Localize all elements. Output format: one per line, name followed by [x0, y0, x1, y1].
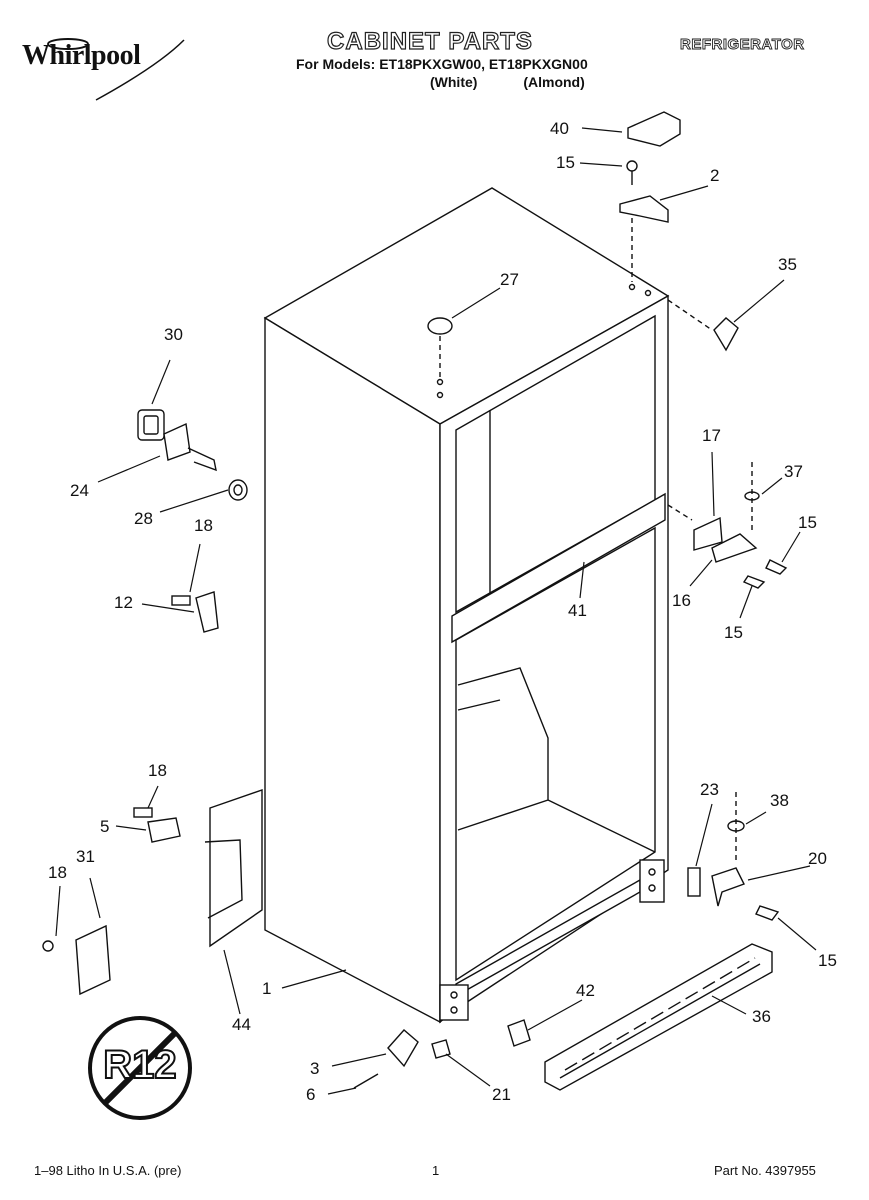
- models-line: For Models: ET18PKXGW00, ET18PKXGN00: [296, 56, 588, 72]
- part-5: [147, 817, 181, 843]
- callout-5: 5: [100, 817, 110, 836]
- callout-12: 12: [114, 593, 133, 612]
- part-23: [687, 867, 701, 897]
- part-16: [711, 533, 758, 563]
- part-screw-top: [626, 160, 638, 185]
- cabinet-body: [263, 187, 670, 1024]
- model-variants: (White) (Almond): [430, 74, 627, 90]
- callout-41: 41: [568, 601, 587, 620]
- variant-almond: (Almond): [523, 74, 585, 90]
- part-6: [353, 1073, 379, 1089]
- whirlpool-logo-icon: [47, 38, 185, 101]
- callout-28: 28: [134, 509, 153, 528]
- callout-30: 30: [164, 325, 183, 344]
- part-top-hinge: [619, 195, 669, 223]
- part-44: [209, 789, 263, 948]
- callout-23: 23: [700, 780, 719, 799]
- part-30: [137, 409, 165, 441]
- callout-15: 15: [556, 153, 575, 172]
- callout-2: 2: [710, 166, 720, 185]
- callout-21: 21: [492, 1085, 511, 1104]
- part-28: [228, 479, 248, 501]
- callout-15: 15: [798, 513, 817, 532]
- footer-part-number: Part No. 4397955: [714, 1163, 816, 1178]
- callout-37: 37: [784, 462, 803, 481]
- callout-35: 35: [778, 255, 797, 274]
- callout-40: 40: [550, 119, 569, 138]
- callout-6: 6: [306, 1085, 316, 1104]
- category-label: REFRIGERATOR: [680, 36, 805, 54]
- part-grille: [544, 943, 773, 1091]
- callout-44: 44: [232, 1015, 251, 1034]
- callout-20: 20: [808, 849, 827, 868]
- part-3: [387, 1029, 419, 1068]
- callout-17: 17: [702, 426, 721, 445]
- part-hinge-cover: [627, 111, 681, 147]
- callout-3: 3: [310, 1059, 320, 1078]
- callout-18: 18: [194, 516, 213, 535]
- part-21: [431, 1039, 451, 1059]
- callout-27: 27: [500, 270, 519, 289]
- callout-18: 18: [148, 761, 167, 780]
- callout-36: 36: [752, 1007, 771, 1026]
- callout-31: 31: [76, 847, 95, 866]
- r12-badge-label: R12: [102, 1042, 177, 1088]
- page-title: CABINET PARTS: [326, 27, 533, 55]
- callout-16: 16: [672, 591, 691, 610]
- callout-42: 42: [576, 981, 595, 1000]
- footer-page-number: 1: [432, 1163, 440, 1178]
- footer-litho: 1–98 Litho In U.S.A. (pre): [34, 1163, 182, 1178]
- callout-38: 38: [770, 791, 789, 810]
- callout-1: 1: [262, 979, 272, 998]
- part-20: [711, 867, 745, 907]
- part-17: [693, 516, 723, 551]
- part-24: [163, 422, 191, 461]
- part-31: [75, 924, 111, 996]
- variant-white: (White): [430, 74, 478, 90]
- part-plug: [427, 317, 453, 335]
- callout-15: 15: [818, 951, 837, 970]
- no-r12-badge-icon: [88, 1016, 192, 1120]
- brand-name: Whirlpool: [22, 40, 141, 71]
- callout-24: 24: [70, 481, 89, 500]
- callout-18: 18: [48, 863, 67, 882]
- part-42: [507, 1019, 531, 1047]
- part-35: [713, 317, 739, 352]
- part-12: [195, 591, 219, 633]
- callout-15: 15: [724, 623, 743, 642]
